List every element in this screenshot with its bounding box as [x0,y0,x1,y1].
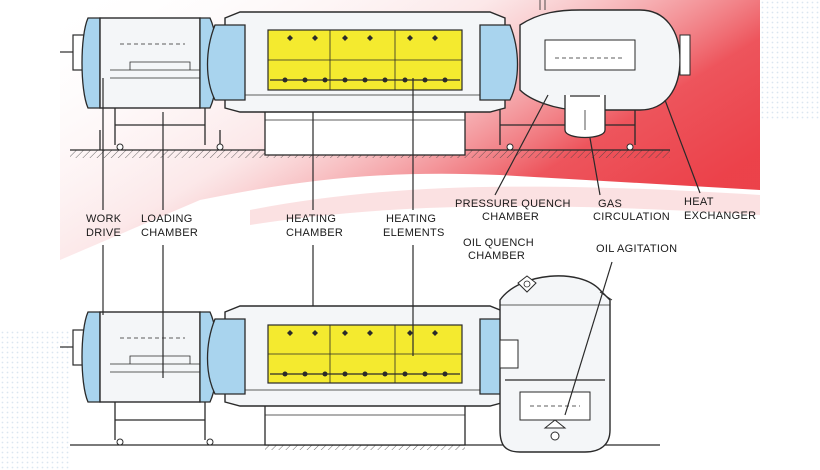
label-exchanger-line1: HEAT [684,196,714,208]
label-work-drive-line1: WORK [86,213,122,225]
bottom-furnace [60,275,660,453]
label-loading-line1: LOADING [141,213,193,225]
label-heating-chamber-line2: CHAMBER [286,227,343,239]
label-gas-line1: GAS [598,198,622,210]
top-loading-chamber [81,17,219,109]
bottom-stands [114,400,466,446]
labels: WORK DRIVE LOADING CHAMBER HEATING CHAMB… [86,196,756,262]
bottom-loading-chamber [81,311,219,403]
label-pressure-quench-line2: CHAMBER [482,211,539,223]
label-exchanger-line2: EXCHANGER [684,210,756,222]
label-heating-elements-line1: HEATING [386,213,436,225]
bottom-heating-chamber [206,305,519,407]
top-furnace [60,0,691,158]
label-loading-line2: CHAMBER [141,227,198,239]
top-heating-chamber [206,11,519,113]
label-oil-quench-line2: CHAMBER [468,250,525,262]
oil-agitator-icon [543,419,567,429]
top-pressure-quench [519,0,691,139]
oil-quench-tank [499,275,613,453]
label-heating-chamber-line1: HEATING [286,213,336,225]
leader-lines [102,78,701,416]
label-oil-quench-line1: OIL QUENCH [463,237,534,249]
label-work-drive-line2: DRIVE [86,227,121,239]
tank-logo-icon [517,275,537,293]
label-gas-line2: CIRCULATION [593,211,670,223]
label-heating-elements-line2: ELEMENTS [383,227,445,239]
label-oil-agitation: OIL AGITATION [596,243,677,255]
label-pressure-quench-line1: PRESSURE QUENCH [455,198,571,210]
